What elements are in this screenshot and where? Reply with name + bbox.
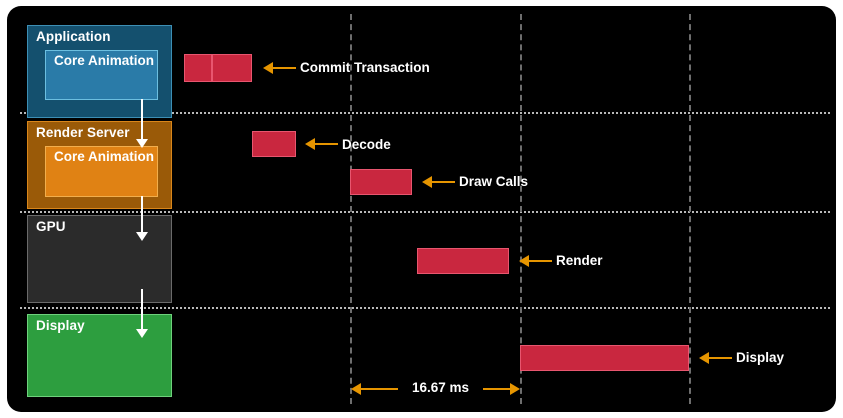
frame-boundary-line-2: [520, 14, 522, 404]
callout-draw-calls-arrowhead: [422, 176, 432, 188]
bar-decode[interactable]: [252, 131, 296, 157]
measure-label: 16.67 ms: [398, 380, 483, 395]
callout-decode-line: [315, 143, 338, 145]
callout-display-arrowhead: [699, 352, 709, 364]
callout-commit-transaction-line: [273, 67, 296, 69]
lane-render-server-label: Render Server: [36, 125, 130, 140]
separator-renderserver-gpu: [20, 211, 830, 213]
callout-decode-label: Decode: [342, 137, 391, 152]
separator-application-renderserver: [20, 112, 830, 114]
callout-decode-arrowhead: [305, 138, 315, 150]
callout-display-line: [709, 357, 732, 359]
flow-arrow-gpu-to-display-head: [136, 329, 148, 338]
lane-render-server: Render Server Core Animation: [27, 121, 172, 209]
callout-display-label: Display: [736, 350, 785, 365]
flow-arrow-renderserver-to-gpu-head: [136, 232, 148, 241]
bar-commit-transaction-segment-1[interactable]: [184, 54, 212, 82]
bar-commit-transaction-segment-2[interactable]: [212, 54, 252, 82]
lane-application: Application Core Animation: [27, 25, 172, 118]
callout-draw-calls-line: [432, 181, 455, 183]
callout-commit-transaction-arrowhead: [263, 62, 273, 74]
measure-arrowhead-right: [510, 383, 520, 395]
bar-render[interactable]: [417, 248, 509, 274]
render-server-core-animation-label: Core Animation: [54, 149, 155, 164]
bar-draw-calls[interactable]: [350, 169, 412, 195]
callout-commit-transaction-label: Commit Transaction: [300, 60, 430, 75]
callout-render-label: Render: [556, 253, 603, 268]
lane-gpu: GPU: [27, 215, 172, 303]
lane-gpu-label: GPU: [36, 219, 66, 234]
bar-display[interactable]: [520, 345, 689, 371]
callout-render-line: [529, 260, 552, 262]
flow-arrow-app-to-renderserver-line: [141, 99, 143, 141]
flow-arrow-gpu-to-display-line: [141, 289, 143, 331]
frame-boundary-line-3: [689, 14, 691, 404]
lane-display: Display: [27, 314, 172, 397]
lane-display-label: Display: [36, 318, 85, 333]
measure-arrowhead-left: [351, 383, 361, 395]
callout-render-arrowhead: [519, 255, 529, 267]
application-core-animation-box: Core Animation: [45, 50, 158, 100]
separator-gpu-display: [20, 307, 830, 309]
diagram-panel: Application Core Animation Render Server…: [7, 6, 836, 412]
flow-arrow-app-to-renderserver-head: [136, 139, 148, 148]
callout-draw-calls-label: Draw Calls: [459, 174, 529, 189]
lane-application-label: Application: [36, 29, 111, 44]
render-server-core-animation-box: Core Animation: [45, 146, 158, 197]
frame-boundary-line-1: [350, 14, 352, 404]
application-core-animation-label: Core Animation: [54, 53, 155, 68]
flow-arrow-renderserver-to-gpu-line: [141, 196, 143, 234]
